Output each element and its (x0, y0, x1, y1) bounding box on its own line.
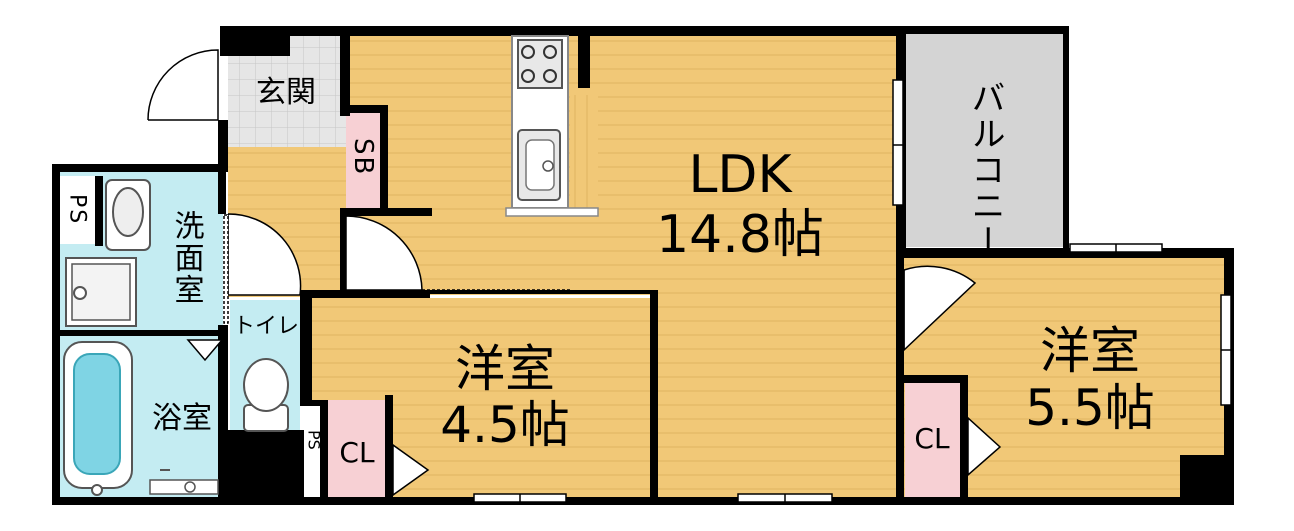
washroom-fixtures (65, 179, 151, 327)
toilet-icon (243, 358, 289, 412)
ldk-size: 14.8帖 (656, 205, 824, 265)
cl-small-label: CL (339, 436, 375, 469)
yoshitsu-small-label: 洋室 (455, 340, 555, 398)
kitchen (505, 35, 599, 217)
ps-top-label: PS (65, 194, 90, 225)
yoshitsu-small-size: 4.5帖 (440, 396, 570, 454)
yokushitsu-label: 浴室 (152, 401, 212, 436)
cl-large-label: CL (914, 422, 950, 455)
cl-large-floor (905, 380, 960, 497)
toilet-label: トイレ (233, 314, 299, 339)
ps-bottom-label: PS (305, 430, 324, 450)
counter-floor (570, 95, 598, 215)
yoshitsu-large-label: 洋室 (1040, 322, 1140, 380)
balcony-label: バルコニー (965, 80, 1005, 260)
walls (52, 26, 1234, 505)
bath-fixtures (63, 341, 219, 496)
senmen-label: 洗面室 (169, 210, 204, 306)
ldk-floor (346, 33, 896, 295)
doors (147, 49, 1002, 497)
toilet-fixture (243, 358, 289, 432)
genkan-label: 玄関 (256, 75, 316, 110)
windows (473, 79, 1232, 503)
ldk-label: LDK (688, 145, 793, 205)
ldk-floor-lower (655, 290, 896, 497)
sb-floor (346, 110, 381, 208)
balcony-floor (905, 33, 1063, 247)
bathtub-icon (73, 353, 121, 475)
cl-small-floor (325, 400, 390, 497)
sb-label: SB (348, 138, 378, 176)
yoshitsu-large-size: 5.5帖 (1025, 379, 1155, 437)
ps-top-floor (60, 176, 95, 244)
